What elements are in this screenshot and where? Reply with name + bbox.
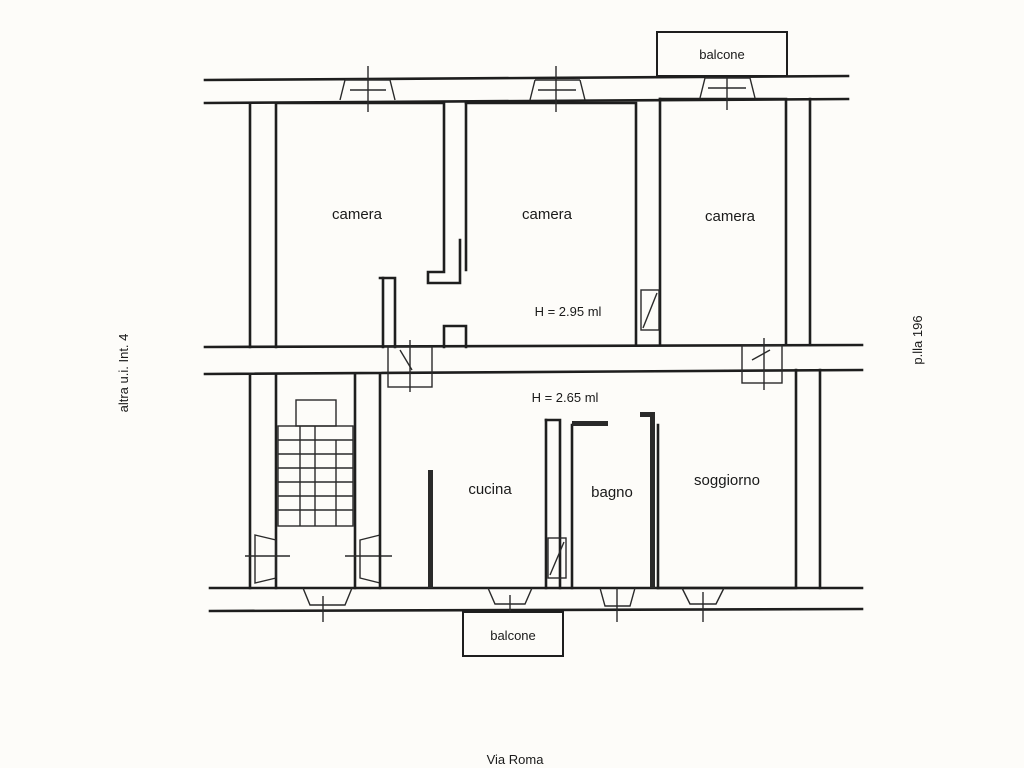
corridor-doors [387, 338, 783, 392]
room-camera-center [442, 101, 638, 349]
height-label-lower: H = 2.65 ml [532, 390, 599, 405]
balcony-top-label: balcone [699, 47, 745, 62]
room-soggiorno [656, 368, 798, 590]
room-bagno [570, 412, 655, 590]
room-label-cucina: cucina [468, 481, 512, 498]
stair-steps [277, 425, 354, 527]
side-label-right: p.lla 196 [910, 315, 925, 364]
balcony-bottom-label: balcone [490, 628, 536, 643]
room-label-bagno: bagno [591, 484, 633, 501]
room-camera-left [274, 101, 462, 349]
room-label-camera-left: camera [332, 206, 383, 223]
stairwell [245, 372, 392, 622]
balcony-bottom: balcone [462, 611, 564, 657]
street-label: Via Roma [487, 752, 545, 767]
room-cucina [378, 372, 567, 590]
height-label-upper: H = 2.95 ml [535, 304, 602, 319]
room-label-soggiorno: soggiorno [694, 472, 760, 489]
room-camera-right [640, 97, 788, 347]
balcony-top: balcone [656, 31, 788, 77]
room-label-camera-right: camera [705, 208, 756, 225]
room-label-camera-center: camera [522, 206, 573, 223]
side-label-left: altra u.i. Int. 4 [116, 334, 131, 413]
adjacent-walls [248, 97, 822, 590]
